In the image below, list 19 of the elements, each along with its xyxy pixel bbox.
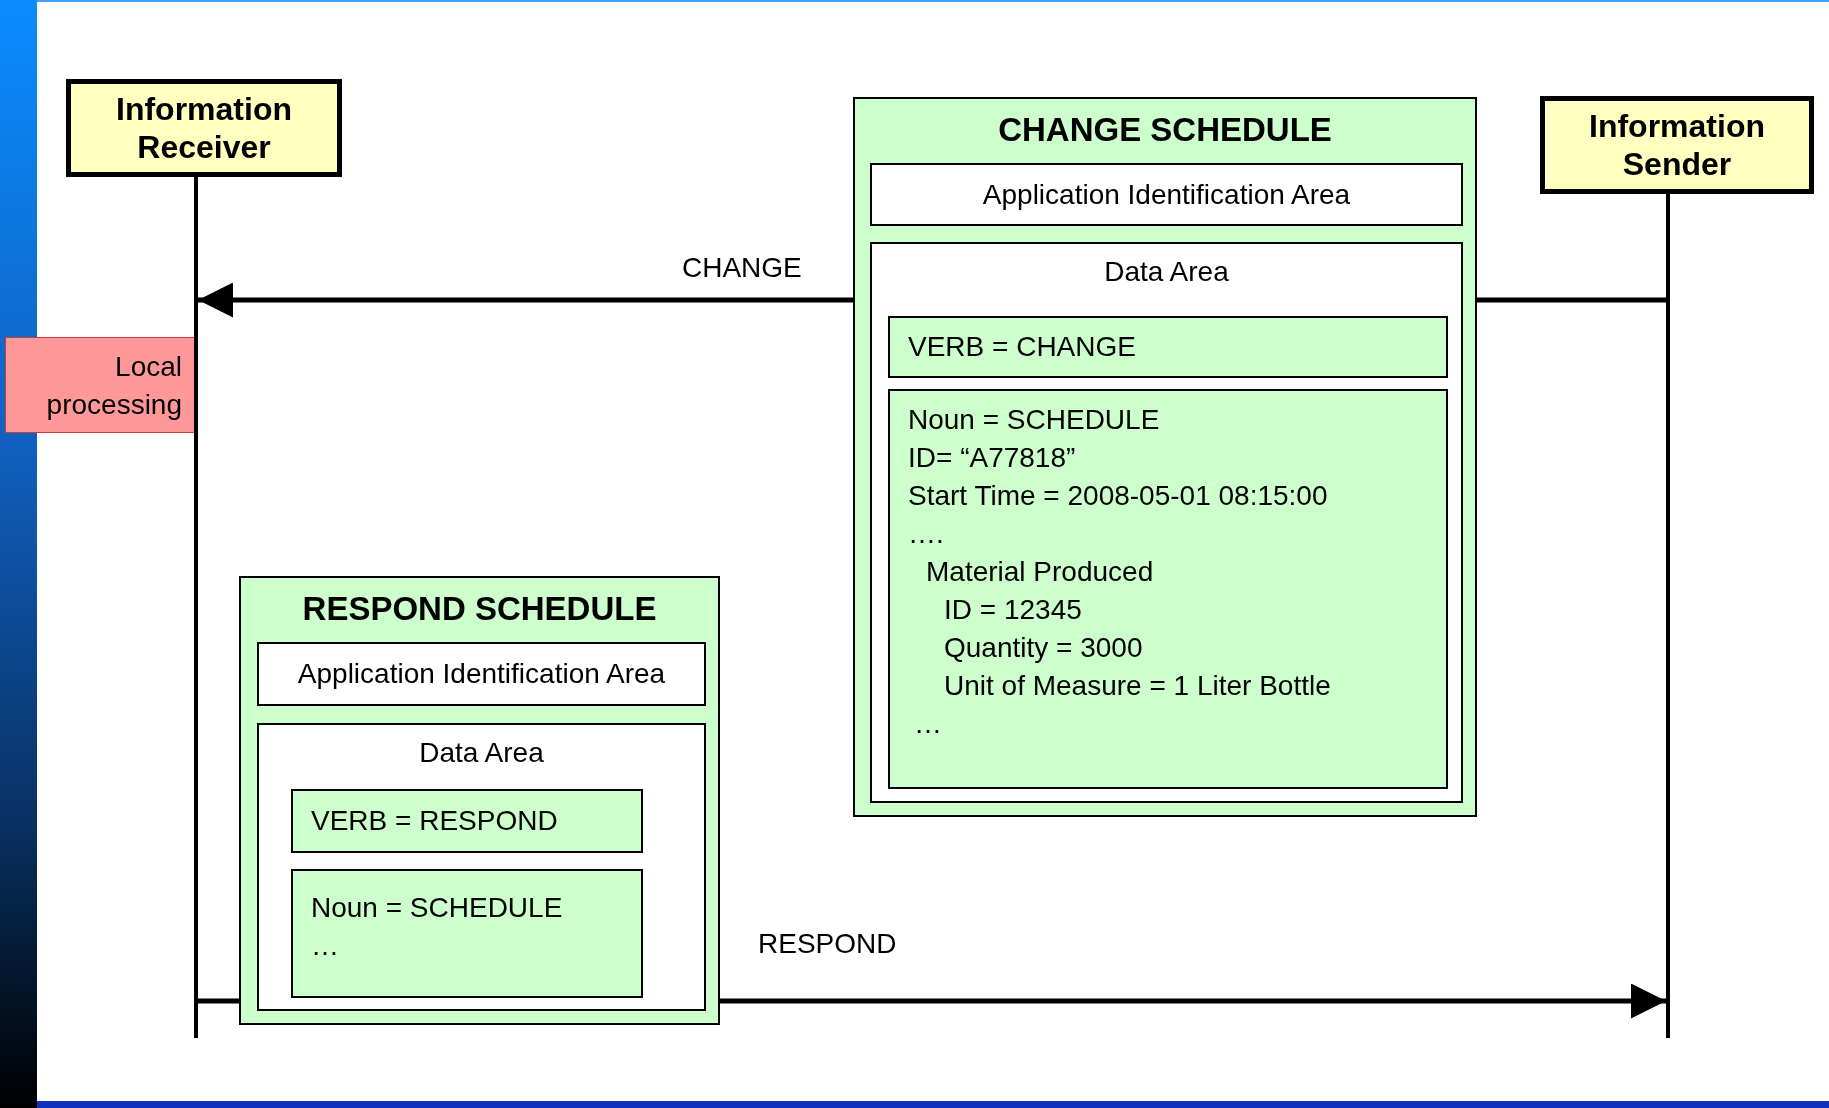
data-area-box [257, 723, 706, 1011]
area-box: Application Identification Area [257, 642, 706, 706]
verb-box: VERB = RESPOND [291, 789, 643, 853]
area-label: Data Area [1104, 256, 1229, 288]
noun-box: Noun = SCHEDULE … [291, 869, 643, 998]
message-box [853, 97, 1477, 817]
message-title: CHANGE SCHEDULE [998, 111, 1332, 149]
noun-box: Noun = SCHEDULE ID= “A77818” Start Time = 2008-05-01 08:15:00 …. Material Produced ID = 12345 Quantity = 3000 Unit of Measure = 1 Liter Bottle … [888, 389, 1448, 789]
actor-box: Information Receiver [66, 79, 342, 177]
actor-box: Information Sender [1540, 96, 1814, 194]
data-area-box [870, 242, 1463, 803]
message-title: RESPOND SCHEDULE [302, 590, 657, 628]
area-box: Application Identification Area [870, 163, 1463, 226]
lifeline [1666, 194, 1670, 1038]
verb-box: VERB = CHANGE [888, 316, 1448, 378]
process-box: Local processing [5, 337, 195, 433]
area-label: Data Area [419, 737, 544, 769]
message-box [239, 576, 720, 1025]
lifeline [194, 177, 198, 1038]
